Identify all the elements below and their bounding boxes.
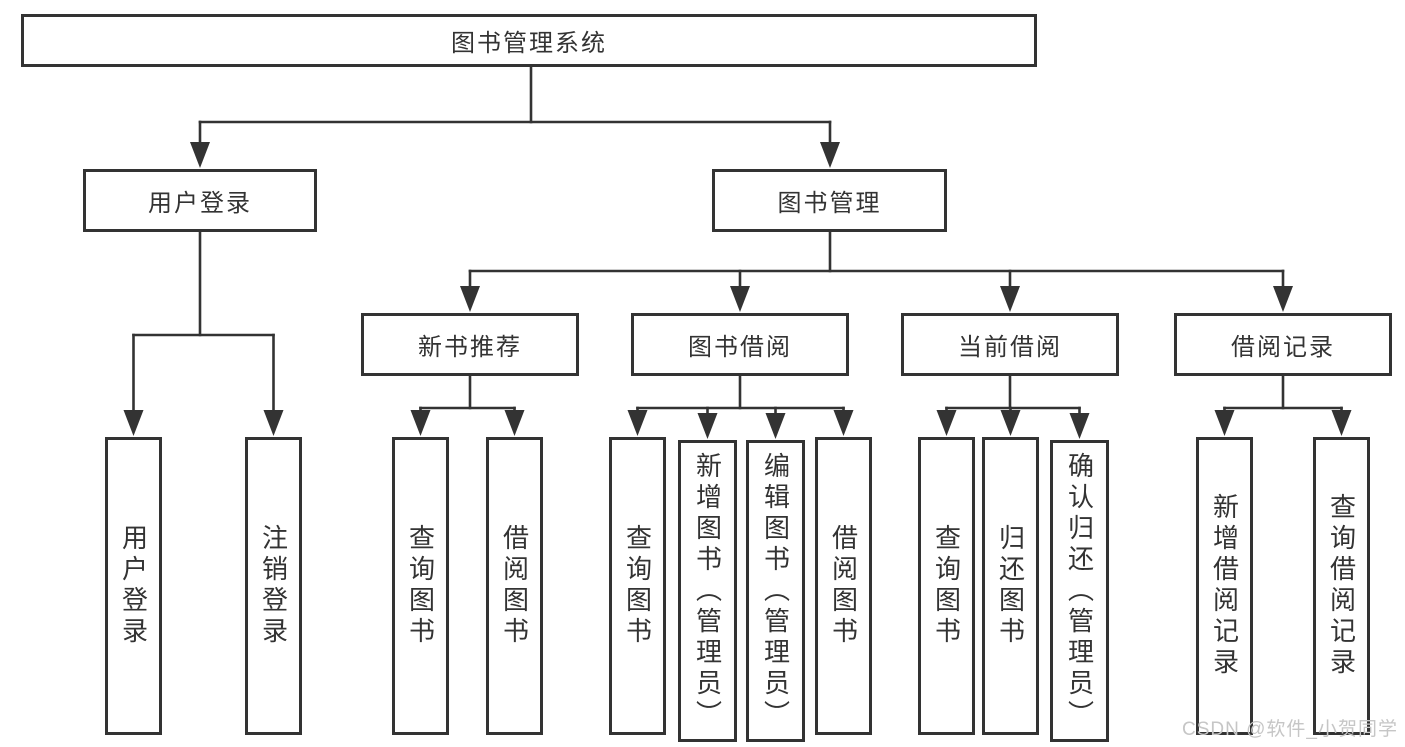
- node-label: 注销登录: [258, 524, 289, 648]
- node-label: 查询图书: [622, 524, 653, 648]
- leaf-query-book-current: 查询图书: [918, 437, 975, 735]
- node-label: 编辑图书（管理员）: [760, 451, 791, 731]
- leaf-query-borrow-record: 查询借阅记录: [1313, 437, 1370, 735]
- node-label: 新增借阅记录: [1209, 493, 1240, 679]
- node-label: 图书管理: [777, 190, 882, 217]
- node-label: 新书推荐: [418, 334, 522, 361]
- node-label: 新增图书（管理员）: [692, 451, 723, 731]
- node-current-borrow: 当前借阅: [901, 313, 1119, 376]
- node-label: 借阅记录: [1231, 334, 1335, 361]
- node-new-book-recommend: 新书推荐: [361, 313, 579, 376]
- leaf-confirm-return-admin: 确认归还（管理员）: [1050, 440, 1109, 742]
- node-label: 图书借阅: [688, 334, 792, 361]
- node-root: 图书管理系统: [21, 14, 1037, 67]
- node-book-management: 图书管理: [712, 169, 947, 232]
- leaf-return-book: 归还图书: [982, 437, 1039, 735]
- node-borrow-records: 借阅记录: [1174, 313, 1392, 376]
- leaf-user-login: 用户登录: [105, 437, 162, 735]
- leaf-borrow-book: 借阅图书: [815, 437, 872, 735]
- node-label: 用户登录: [148, 190, 252, 217]
- node-user-login: 用户登录: [83, 169, 317, 232]
- node-label: 借阅图书: [828, 524, 859, 648]
- leaf-logout-login: 注销登录: [245, 437, 302, 735]
- node-label: 查询图书: [931, 524, 962, 648]
- leaf-query-book-recommend: 查询图书: [392, 437, 449, 735]
- node-book-borrow: 图书借阅: [631, 313, 849, 376]
- leaf-query-book-borrow: 查询图书: [609, 437, 666, 735]
- leaf-add-book-admin: 新增图书（管理员）: [678, 440, 737, 742]
- node-label: 借阅图书: [499, 524, 530, 648]
- node-label: 查询借阅记录: [1326, 493, 1357, 679]
- node-label: 归还图书: [995, 524, 1026, 648]
- node-label: 查询图书: [405, 524, 436, 648]
- watermark: CSDN @软件_小贺同学: [1182, 719, 1398, 740]
- node-label: 图书管理系统: [451, 30, 607, 57]
- node-label: 用户登录: [118, 524, 149, 648]
- leaf-add-borrow-record: 新增借阅记录: [1196, 437, 1253, 735]
- node-label: 确认归还（管理员）: [1064, 451, 1095, 731]
- leaf-edit-book-admin: 编辑图书（管理员）: [746, 440, 805, 742]
- node-label: 当前借阅: [958, 334, 1062, 361]
- leaf-borrow-book-recommend: 借阅图书: [486, 437, 543, 735]
